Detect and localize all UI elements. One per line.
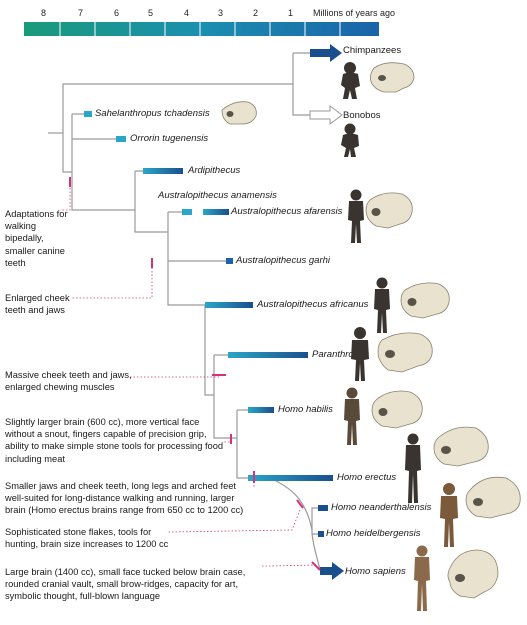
species-label-garhi: Australopithecus garhi bbox=[236, 255, 330, 266]
timeline-tick: 8 bbox=[41, 8, 47, 18]
erectus-figure-icon bbox=[405, 433, 421, 503]
habilis-skull-icon bbox=[371, 390, 423, 429]
bonobo-figure-icon bbox=[341, 123, 359, 157]
timeline-unit-label: Millions of years ago bbox=[313, 8, 396, 18]
tree-branches bbox=[48, 52, 321, 571]
note-cheek-teeth: Enlarged cheek teeth and jaws bbox=[5, 293, 70, 316]
species-label-erectus: Homo erectus bbox=[337, 472, 397, 483]
chimpanzee-skull-icon bbox=[370, 62, 415, 93]
note-sapiens-traits: Large brain (1400 cc), small face tucked… bbox=[5, 567, 246, 602]
timeline-tick: 6 bbox=[114, 8, 120, 18]
species-label-neanderthalensis: Homo neanderthalensis bbox=[331, 502, 432, 513]
species-label-afarensis: Australopithecus afarensis bbox=[231, 206, 343, 217]
species-label-ardipithecus: Ardipithecus bbox=[188, 165, 241, 176]
afarensis-skull-icon bbox=[365, 192, 413, 229]
note-stone-flakes: Sophisticated stone flakes, tools for hu… bbox=[5, 527, 169, 550]
timeline-divisions bbox=[59, 22, 341, 36]
timeline-tick: 5 bbox=[148, 8, 154, 18]
species-label-heidelbergensis: Homo heidelbergensis bbox=[326, 528, 421, 539]
species-label-bonobos: Bonobos bbox=[343, 110, 381, 121]
species-bars bbox=[84, 111, 333, 537]
species-label-africanus: Australopithecus africanus bbox=[257, 299, 369, 310]
chimpanzee-arrow bbox=[310, 44, 342, 62]
erectus-skull-icon bbox=[433, 426, 489, 467]
sapiens-skull-icon bbox=[447, 549, 499, 599]
note-bipedal: Adaptations for walking bipedally, small… bbox=[5, 209, 68, 268]
timeline-tick: 4 bbox=[184, 8, 190, 18]
timeline-bar bbox=[24, 22, 379, 36]
timeline-tick: 7 bbox=[78, 8, 84, 18]
afarensis-figure-icon bbox=[348, 189, 364, 243]
species-label-sapiens: Homo sapiens bbox=[345, 566, 406, 577]
paranthropus-figure-icon bbox=[351, 327, 369, 381]
africanus-figure-icon bbox=[374, 277, 390, 333]
bonobo-arrow bbox=[309, 105, 343, 125]
species-label-orrorin: Orrorin tugenensis bbox=[130, 133, 209, 144]
sahelanthropus-skull-icon bbox=[221, 101, 257, 125]
timeline-tick: 3 bbox=[218, 8, 224, 18]
timeline-tick: 2 bbox=[253, 8, 259, 18]
species-label-paranthropus: Paranthropus bbox=[312, 349, 370, 360]
note-massive-jaws: Massive cheek teeth and jaws, enlarged c… bbox=[5, 370, 132, 393]
species-label-anamensis: Australopithecus anamensis bbox=[158, 190, 277, 201]
africanus-skull-icon bbox=[400, 282, 450, 319]
note-erectus-traits: Smaller jaws and cheek teeth, long legs … bbox=[5, 481, 244, 516]
species-label-chimpanzees: Chimpanzees bbox=[343, 45, 402, 56]
species-label-sahelanthropus: Sahelanthropus tchadensis bbox=[95, 108, 210, 119]
neanderthal-figure-icon bbox=[440, 483, 458, 547]
trait-markers bbox=[69, 177, 321, 571]
note-habilis-traits: Slightly larger brain (600 cc), more ver… bbox=[5, 417, 224, 464]
neanderthal-skull-icon bbox=[465, 476, 521, 519]
timeline-tick: 1 bbox=[288, 8, 294, 18]
chimpanzee-figure-icon bbox=[341, 62, 360, 99]
habilis-figure-icon bbox=[344, 387, 360, 445]
paranthropus-skull-icon bbox=[377, 332, 433, 373]
sapiens-arrow bbox=[320, 562, 344, 580]
species-label-habilis: Homo habilis bbox=[278, 404, 333, 415]
sapiens-figure-icon bbox=[414, 545, 430, 611]
